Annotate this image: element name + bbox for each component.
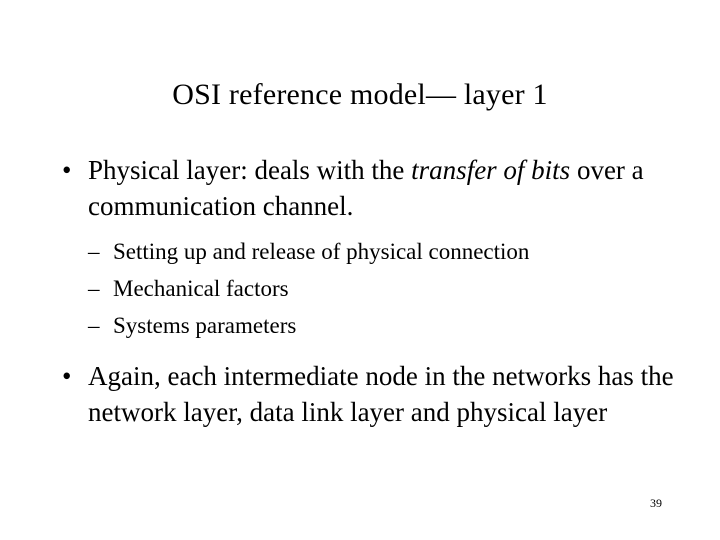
bullet-item-intermediate-node: • Again, each intermediate node in the n… (0, 358, 720, 430)
bullet-dash-icon: – (88, 313, 100, 338)
sub-bullet-text: Mechanical factors (113, 276, 289, 301)
bullet-text: Again, each intermediate node in the net… (88, 361, 674, 427)
bullet-dot-icon: • (62, 155, 72, 185)
bullet-item-physical-layer: • Physical layer: deals with the transfe… (0, 152, 720, 224)
bullet-dot-icon: • (62, 361, 72, 391)
bullet-text-part-2: over a communication channel. (88, 155, 644, 221)
sub-bullet-item-setting-up: – Setting up and release of physical con… (0, 233, 720, 270)
spacer (0, 344, 720, 358)
page-number: 39 (650, 496, 662, 510)
sub-bullet-text: Systems parameters (113, 313, 297, 338)
bullet-text-part-1: Physical layer: deals with the (88, 155, 412, 185)
slide-body: • Physical layer: deals with the transfe… (0, 152, 720, 430)
sub-bullet-text: Setting up and release of physical conne… (113, 239, 530, 264)
sub-bullet-item-mechanical-factors: – Mechanical factors (0, 270, 720, 307)
sub-bullet-item-systems-parameters: – Systems parameters (0, 307, 720, 344)
bullet-text-emphasis: transfer of bits (411, 155, 571, 185)
sub-bullet-list: – Setting up and release of physical con… (0, 233, 720, 344)
bullet-dash-icon: – (88, 239, 100, 264)
bullet-dash-icon: – (88, 276, 100, 301)
bullet-text: Physical layer: deals with the transfer … (88, 152, 674, 224)
slide-title: OSI reference model— layer 1 (172, 78, 548, 111)
